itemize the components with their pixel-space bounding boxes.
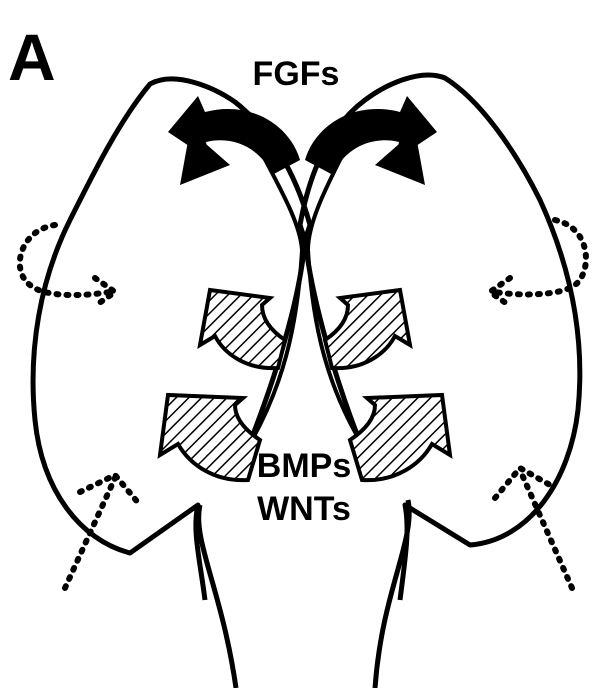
- dotted-straight-arrow-icon: [495, 468, 572, 588]
- bmp-label: BMPs: [257, 447, 351, 485]
- panel-label-text: A: [8, 20, 56, 94]
- solid-curved-arrow-icon: [305, 96, 437, 185]
- hatched-arrow-icon: [350, 395, 450, 480]
- hatched-arrow-icon: [160, 395, 260, 480]
- dotted-straight-arrow-icon: [65, 475, 140, 588]
- hatched-arrow-icon: [325, 290, 410, 368]
- fgf-label: FGFs: [253, 55, 340, 93]
- stem-right-line: [375, 500, 409, 688]
- hatched-arrow-icon: [200, 290, 285, 368]
- wnt-label: WNTs: [257, 490, 351, 528]
- dotted-circular-arrow-icon: [20, 225, 115, 306]
- solid-curved-arrow-icon: [168, 96, 300, 185]
